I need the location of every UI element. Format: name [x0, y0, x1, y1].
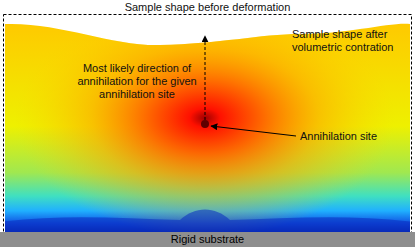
after-shape-label: Sample shape after volumetric contration [292, 28, 410, 54]
site-label: Annihilation site [300, 130, 408, 143]
direction-label: Most likely direction of annihilation fo… [76, 62, 198, 101]
annihilation-site [201, 120, 209, 128]
leader-arrow [211, 126, 296, 136]
direction-arrow [205, 36, 206, 120]
substrate-label: Rigid substrate [0, 233, 415, 246]
title-label: Sample shape before deformation [0, 1, 415, 14]
substrate-band: Rigid substrate [0, 232, 415, 247]
